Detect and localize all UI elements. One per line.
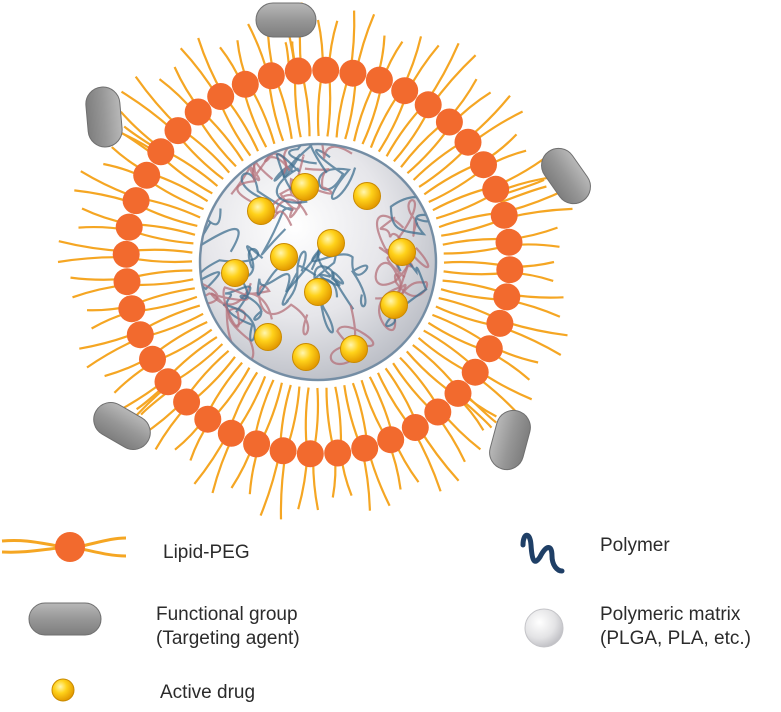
lipid-head — [118, 295, 146, 323]
polymer-strand — [271, 144, 317, 165]
legend-functional-group-symbol — [28, 602, 102, 636]
legend-functional-group-label: Functional group — [156, 604, 298, 625]
legend-polymeric-matrix-symbol — [524, 608, 564, 648]
legend-active-drug-symbol — [51, 678, 75, 702]
lipid-head — [133, 161, 161, 189]
lipid-head — [231, 70, 259, 98]
lipid-head — [475, 335, 503, 363]
lipid-head — [377, 426, 405, 454]
lipid-head — [339, 59, 367, 87]
lipid-head — [424, 398, 452, 426]
polymer-strand — [239, 245, 264, 321]
lipid-head — [243, 430, 271, 458]
lipid-head — [126, 321, 154, 349]
legend-matrix-examples-label: (PLGA, PLA, etc.) — [600, 628, 751, 649]
legend-polymer-symbol — [520, 532, 565, 574]
active-drug-particles — [221, 173, 416, 371]
lipid-head — [391, 77, 419, 105]
polymer-strand — [200, 222, 240, 268]
lipid-head — [435, 108, 463, 136]
lipid-head — [365, 66, 393, 94]
lipid-head — [269, 437, 297, 465]
lipid-head — [184, 98, 212, 126]
active-drug — [291, 173, 319, 201]
functional-group — [85, 86, 123, 148]
legend-lipid-peg-label: Lipid-PEG — [163, 542, 250, 563]
polymer-strand — [200, 247, 260, 291]
active-drug — [353, 182, 381, 210]
lipid-head — [154, 368, 182, 396]
lipid-head — [496, 256, 524, 284]
legend-polymeric-matrix-label: Polymeric matrix — [600, 604, 741, 625]
lipid-head — [470, 151, 497, 179]
lipid-head — [194, 405, 222, 433]
lipid-head — [324, 439, 352, 467]
lipid-head — [112, 240, 140, 268]
active-drug — [247, 197, 275, 225]
polymer-strand — [200, 280, 249, 328]
active-drug — [380, 291, 408, 319]
functional-group — [93, 402, 151, 450]
lipid-head — [173, 388, 201, 416]
lipid-head — [217, 419, 245, 447]
functional-group — [489, 409, 531, 471]
active-drug — [388, 238, 416, 266]
lipid-head — [401, 414, 429, 441]
active-drug — [304, 278, 332, 306]
legend-lipid-peg-symbol — [1, 532, 127, 562]
lipid-head — [454, 128, 482, 156]
legend-targeting-agent-label: (Targeting agent) — [156, 628, 300, 649]
lipid-head — [414, 91, 442, 119]
lipid-head — [284, 57, 312, 85]
functional-group — [541, 147, 591, 205]
lipid-head — [296, 440, 324, 468]
lipid-heads — [112, 56, 524, 468]
lipid-head — [444, 379, 472, 407]
lipid-head — [113, 268, 141, 296]
lipid-head — [495, 228, 523, 256]
polymer-strand — [281, 250, 317, 306]
active-drug — [317, 229, 345, 257]
peg-linker — [500, 185, 547, 204]
lipid-head — [139, 345, 166, 373]
legend-polymer-label: Polymer — [600, 535, 670, 556]
lipid-head — [147, 138, 175, 166]
lipid-head — [164, 117, 192, 145]
polymer-strand — [200, 177, 222, 226]
functional-groups — [85, 2, 591, 471]
polymer-strand — [271, 144, 353, 159]
lipid-head — [312, 56, 340, 84]
lipid-head — [257, 62, 285, 90]
lipid-head — [482, 175, 510, 203]
lipid-head — [493, 283, 521, 311]
polymer-strand — [397, 199, 430, 269]
polymer-strand — [315, 149, 357, 200]
functional-group — [255, 2, 317, 38]
lipid-head — [115, 213, 143, 241]
active-drug — [254, 323, 282, 351]
legend-active-drug-label: Active drug — [160, 682, 256, 703]
lipid-head — [490, 201, 518, 229]
lipid-head — [351, 434, 379, 462]
lipid-head — [486, 309, 514, 337]
polymer-strand — [268, 185, 305, 227]
active-drug — [340, 335, 368, 363]
active-drug — [292, 343, 320, 371]
lipid-head — [122, 187, 150, 215]
active-drug — [221, 259, 249, 287]
polymer-strand — [248, 284, 310, 336]
lipid-head — [207, 83, 235, 110]
lipid-head — [461, 358, 489, 386]
active-drug — [270, 243, 298, 271]
